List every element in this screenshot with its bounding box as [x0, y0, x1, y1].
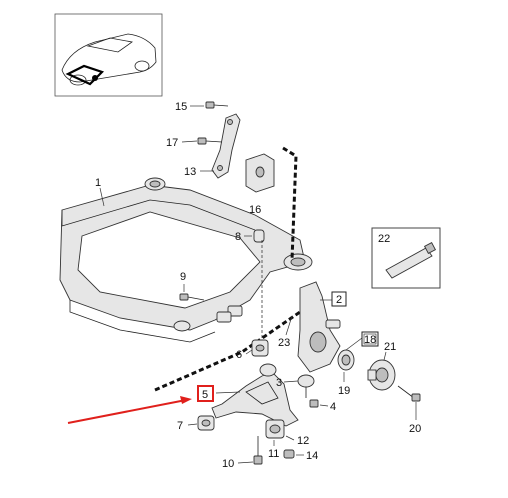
boxed-callout-2: 2 — [331, 291, 347, 307]
callout-17: 17 — [166, 137, 178, 149]
bolt-9 — [179, 293, 205, 301]
leader-lines — [99, 105, 417, 464]
callout-4: 4 — [330, 401, 336, 413]
lower-control-arm — [211, 363, 299, 427]
callout-3: 3 — [276, 377, 282, 389]
boxed-callout-18: 18 — [361, 331, 379, 347]
callout-6: 6 — [236, 349, 242, 361]
ball-joint — [297, 374, 315, 398]
callout-20: 20 — [409, 423, 421, 435]
bolt-10 — [253, 436, 263, 465]
boxed-callout-5: 5 — [197, 385, 214, 402]
callout-12: 12 — [297, 435, 309, 447]
callout-5: 5 — [202, 389, 208, 401]
callout-18: 18 — [364, 334, 376, 346]
callout-10: 10 — [222, 458, 234, 470]
front-bush — [197, 415, 215, 431]
callout-9: 9 — [180, 271, 186, 283]
callout-8: 8 — [235, 231, 241, 243]
hub-bolt — [397, 385, 421, 402]
callout-22: 22 — [378, 233, 390, 245]
callout-15: 15 — [175, 101, 187, 113]
nut-14 — [283, 449, 295, 459]
callout-19: 19 — [338, 385, 350, 397]
bolt-17 — [197, 137, 223, 145]
grease-tube-panel — [371, 227, 441, 289]
callout-11: 11 — [268, 448, 279, 460]
rear-bush — [265, 419, 285, 439]
subframe — [59, 177, 313, 343]
callout-labels: 1 15 17 13 16 8 9 6 23 3 4 19 21 20 7 11… — [95, 101, 421, 470]
wheel-hub — [367, 359, 396, 391]
bush-6 — [251, 339, 269, 357]
wheel-bearing — [337, 349, 355, 371]
vehicle-overview-thumbnail — [54, 13, 163, 97]
callout-23: 23 — [278, 337, 290, 349]
callout-16: 16 — [249, 204, 261, 216]
callout-7: 7 — [177, 420, 183, 432]
callout-14: 14 — [306, 450, 318, 462]
guide-line-right — [282, 146, 298, 261]
callout-2: 2 — [336, 294, 342, 306]
nut-4 — [309, 399, 319, 408]
stabilizer-bracket — [211, 113, 241, 179]
highlight-arrow — [67, 396, 192, 424]
callout-21: 21 — [384, 341, 396, 353]
bracket-bush — [245, 153, 275, 193]
callout-13: 13 — [184, 166, 196, 178]
steering-knuckle — [297, 281, 341, 373]
bolt-15 — [205, 101, 229, 109]
bushing-8 — [253, 229, 265, 243]
callout-1: 1 — [95, 177, 101, 189]
